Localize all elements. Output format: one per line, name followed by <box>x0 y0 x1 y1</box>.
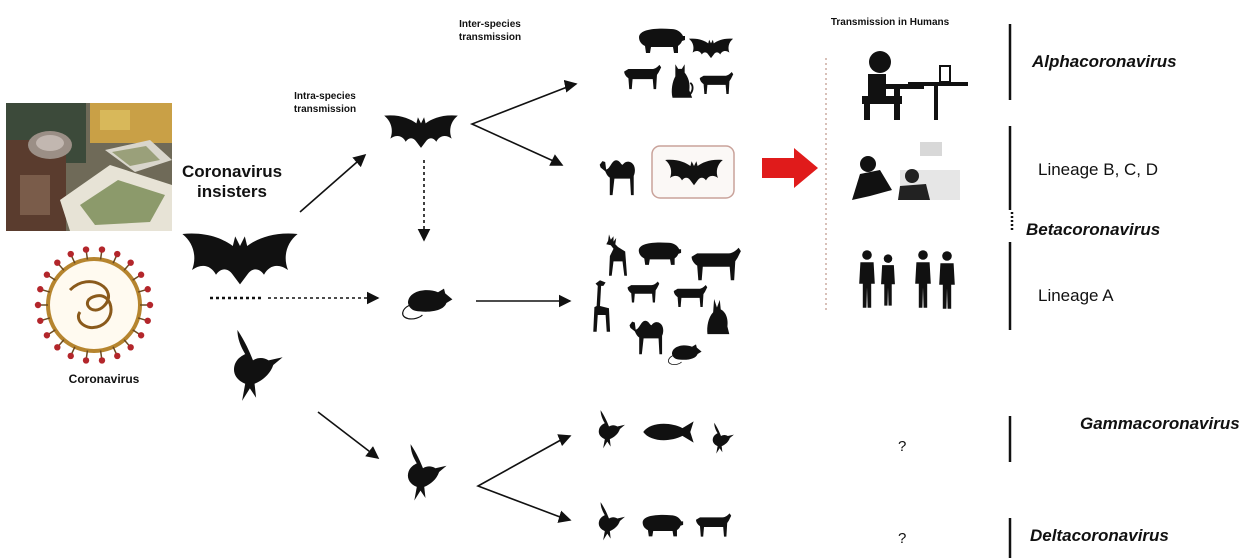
label-inter-species: Inter-species transmission <box>458 19 522 43</box>
label-coronavirus: Coronavirus <box>68 372 140 386</box>
tiger-2-icon <box>673 284 708 308</box>
arrows <box>268 79 578 523</box>
market-photo <box>6 103 172 231</box>
bird-small-icon <box>712 422 734 454</box>
fish-icon <box>643 421 694 443</box>
bat-icon <box>182 233 298 285</box>
pig-icon <box>639 28 685 53</box>
dog-icon <box>624 64 662 90</box>
label-lineage-a: Lineage A <box>1038 286 1114 305</box>
bird-delta-icon <box>598 502 625 541</box>
delta-unknown: ? <box>898 530 907 547</box>
cow-icon <box>691 247 741 281</box>
rat-icon <box>401 287 454 320</box>
bat-small-icon <box>688 38 734 59</box>
tiger-3-icon <box>696 513 732 537</box>
source-title: Coronavirus insisters <box>182 162 283 201</box>
label-betacoronavirus: Betacoronavirus <box>1026 220 1161 239</box>
tiger-icon <box>699 71 734 95</box>
bird-icon <box>233 329 283 401</box>
giraffe-icon <box>593 280 611 332</box>
crowd-icon <box>859 250 955 309</box>
pig-2-icon <box>638 242 682 265</box>
person-at-table-icon <box>862 51 968 120</box>
label-transmission-humans: Transmission in Humans <box>830 17 950 28</box>
label-alphacoronavirus: Alphacoronavirus <box>1032 52 1177 71</box>
bat-intra-icon <box>384 115 458 148</box>
coronavirus-illustration <box>34 246 154 364</box>
rabbit-icon <box>707 298 730 335</box>
label-lineage-bcd: Lineage B, C, D <box>1038 160 1159 179</box>
camel-icon <box>599 160 635 196</box>
label-deltacoronavirus: Deltacoronavirus <box>1030 526 1169 545</box>
bird-intra-icon <box>407 444 447 501</box>
rat-2-icon <box>667 343 703 366</box>
camel-2-icon <box>629 320 664 355</box>
dog-2-icon <box>627 281 660 303</box>
label-intra-species: Intra-species transmission <box>293 91 357 115</box>
cat-icon <box>670 63 694 99</box>
bird-gamma-icon <box>598 410 625 449</box>
pig-3-icon <box>642 514 684 537</box>
medical-care-icon <box>852 142 960 200</box>
label-gammacoronavirus: Gammacoronavirus <box>1080 414 1240 433</box>
deer-icon <box>606 234 627 276</box>
gamma-unknown: ? <box>898 438 907 455</box>
genus-brackets <box>1008 24 1014 558</box>
red-arrow-icon <box>762 148 818 188</box>
